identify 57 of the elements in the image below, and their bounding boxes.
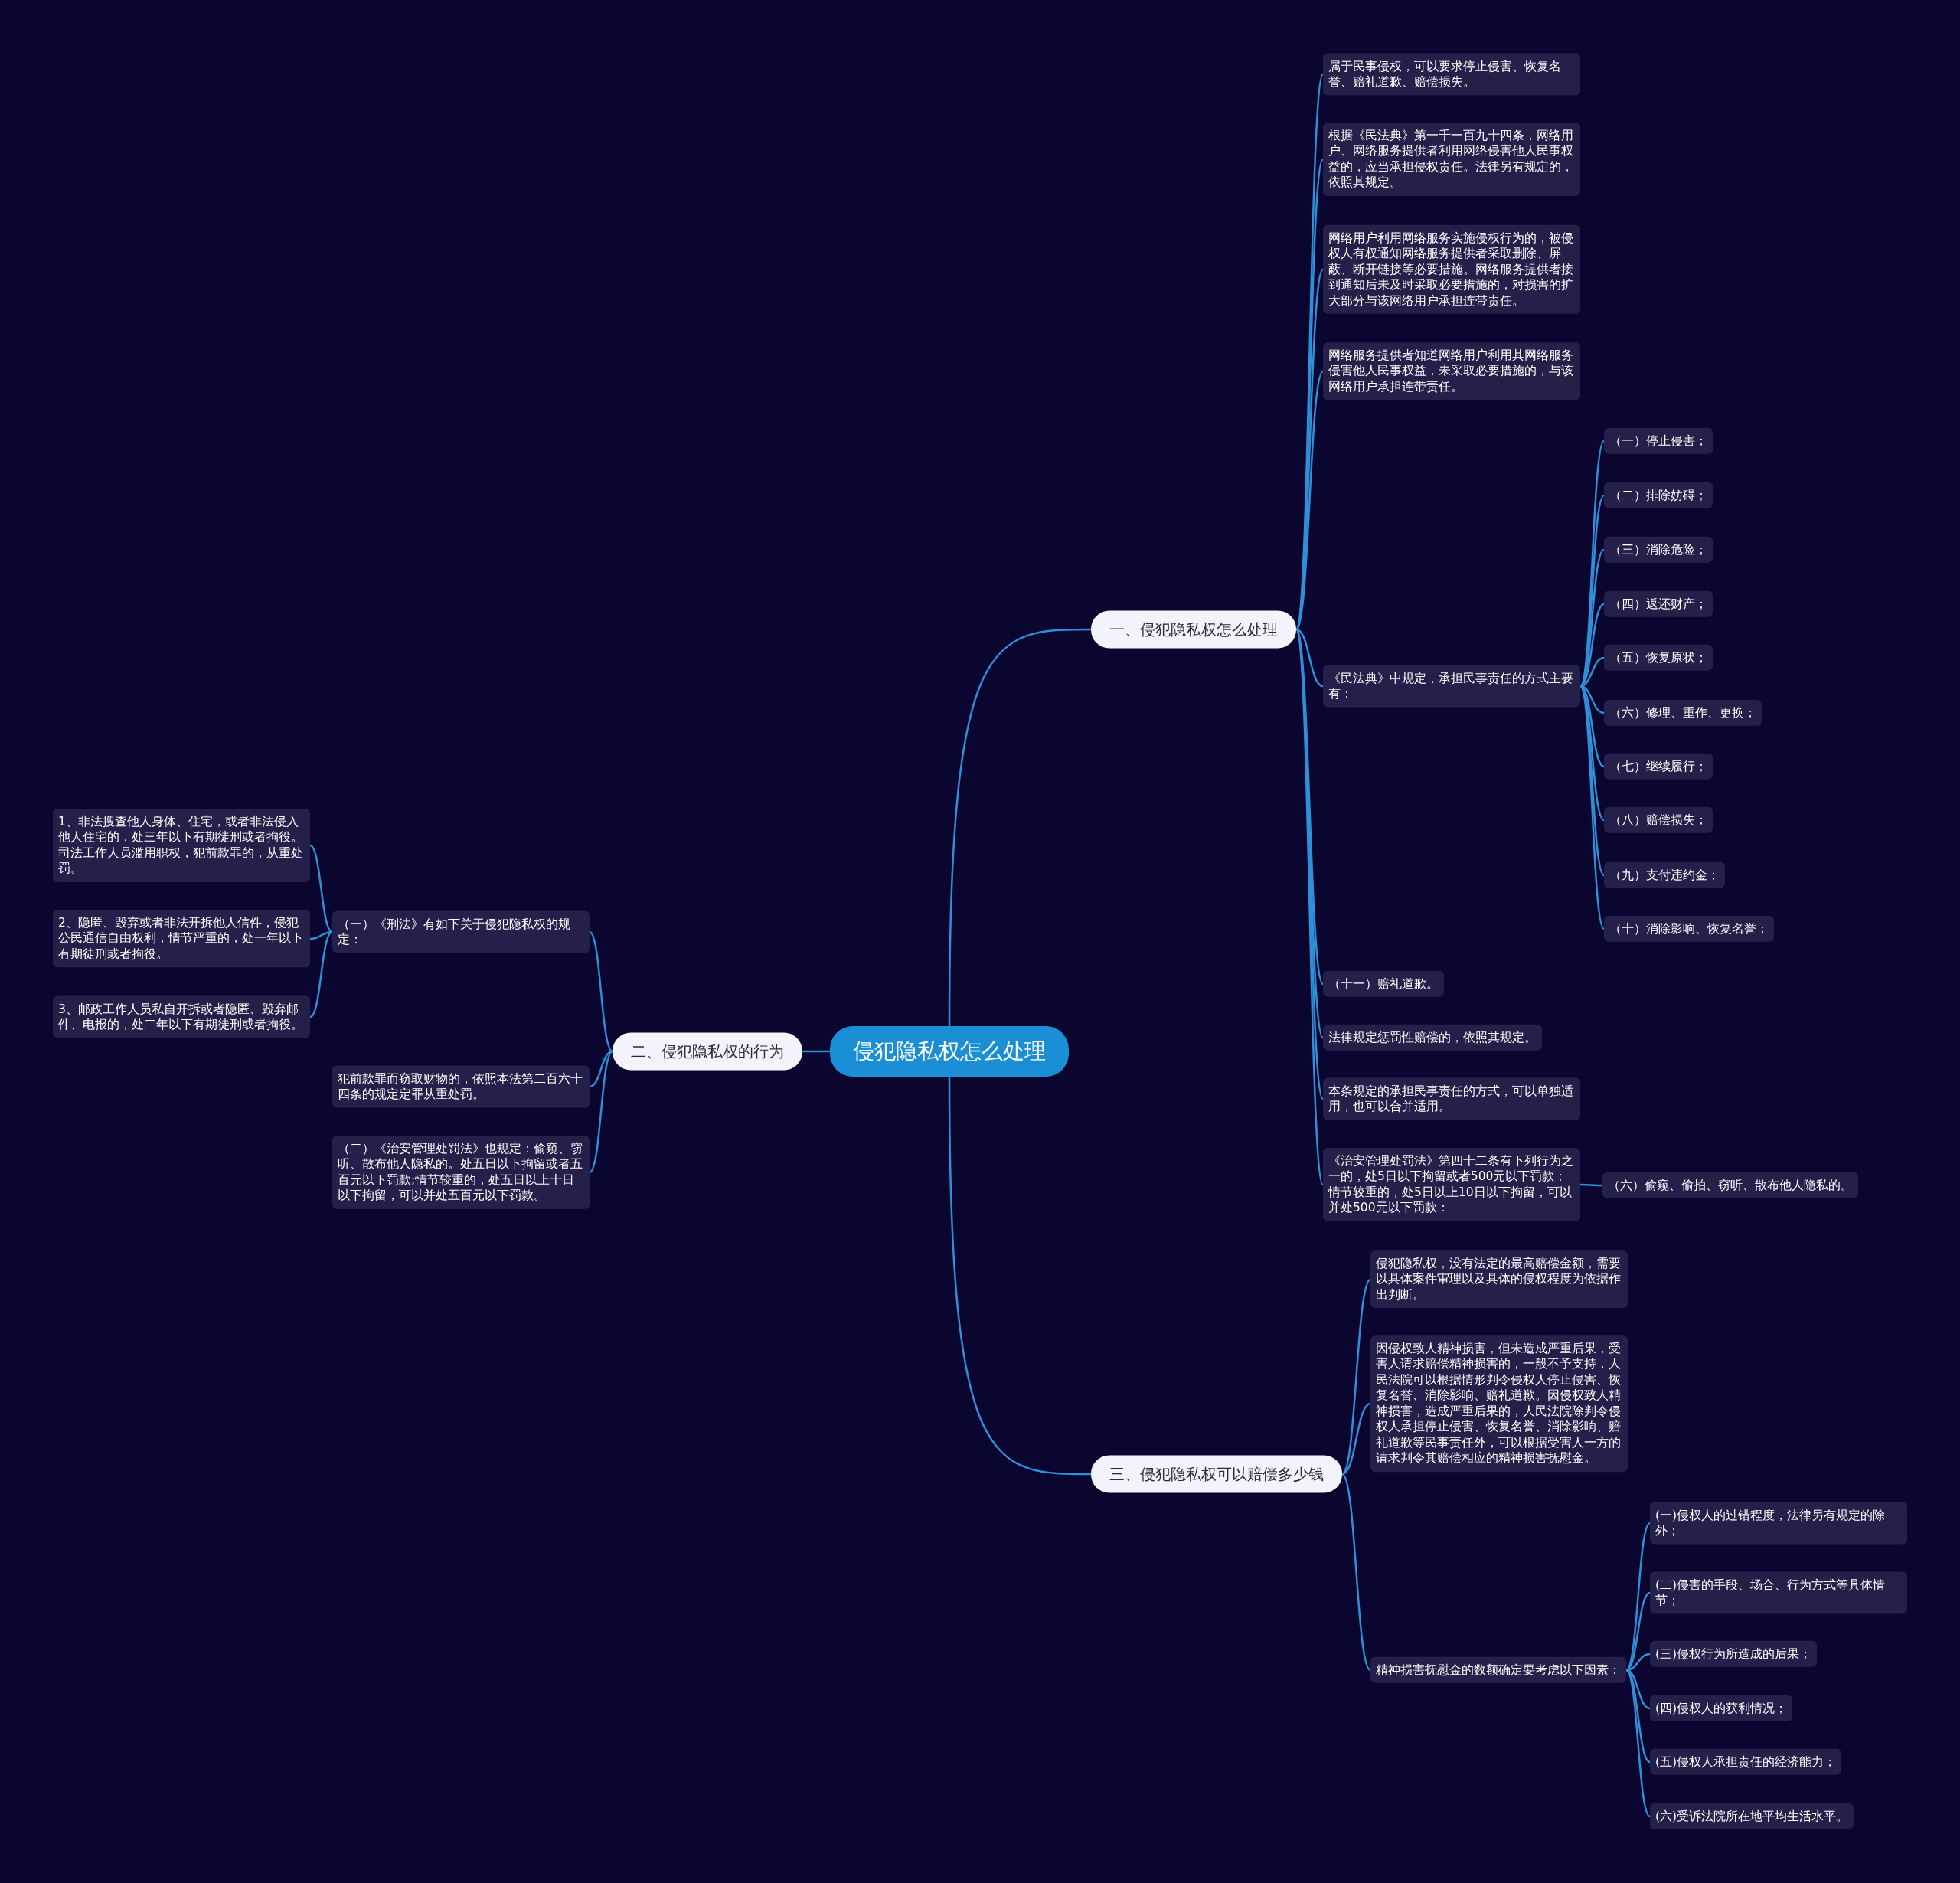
text-card: 网络服务提供者知道网络用户利用其网络服务侵害他人民事权益，未采取必要措施的，与该网络用户承担连带责任。 bbox=[1323, 342, 1580, 400]
text-card: 3、邮政工作人员私自开拆或者隐匿、毁弃邮件、电报的，处二年以下有期徒刑或者拘役。 bbox=[53, 995, 310, 1038]
text-card: 网络用户利用网络服务实施侵权行为的，被侵权人有权通知网络服务提供者采取删除、屏蔽、断开链接等必要措施。网络服务提供者接到通知后未及时采取必要措施的，对损害的扩大部分与该网络用户承担连带责任。 bbox=[1323, 224, 1580, 315]
text-card: 侵犯隐私权，没有法定的最高赔偿金额，需要以具体案件审理以及具体的侵权程度为依据作出判断。 bbox=[1370, 1250, 1628, 1309]
text-card: （十一）赔礼道歉。 bbox=[1323, 970, 1444, 998]
text-card: (六)受诉法院所在地平均生活水平。 bbox=[1650, 1803, 1854, 1830]
text-card: 《治安管理处罚法》第四十二条有下列行为之一的，处5日以下拘留或者500元以下罚款；情节较重的，处5日以上10日以下拘留，可以并处500元以下罚款： bbox=[1323, 1148, 1580, 1221]
text-card: (四)侵权人的获利情况； bbox=[1650, 1695, 1793, 1722]
text-card: （三）消除危险； bbox=[1604, 536, 1713, 564]
text-card: （十）消除影响、恢复名誉； bbox=[1604, 915, 1774, 943]
text-card: （八）赔偿损失； bbox=[1604, 806, 1713, 834]
connector-line bbox=[1580, 1183, 1602, 1187]
connector-line bbox=[948, 1077, 1091, 1476]
connector-line bbox=[1579, 685, 1605, 876]
text-card: （一）《刑法》有如下关于侵犯隐私权的规定： bbox=[332, 910, 590, 953]
text-card: 2、隐匿、毁弃或者非法开拆他人信件，侵犯公民通信自由权利，情节严重的，处一年以下有期徒刑或者拘役。 bbox=[53, 910, 310, 968]
central-topic: 侵犯隐私权怎么处理 bbox=[830, 1026, 1069, 1077]
text-card: （六）偷窥、偷拍、窃听、散布他人隐私的。 bbox=[1602, 1172, 1858, 1199]
text-card: （九）支付违约金； bbox=[1604, 861, 1725, 889]
connector-line bbox=[802, 1050, 830, 1053]
text-card: 犯前款罪而窃取财物的，依照本法第二百六十四条的规定定罪从重处罚。 bbox=[332, 1065, 590, 1108]
connector-line bbox=[1579, 685, 1606, 930]
connector-line bbox=[1341, 1473, 1371, 1671]
connector-line bbox=[589, 1050, 613, 1088]
connector-line bbox=[1579, 495, 1605, 687]
connector-line bbox=[309, 930, 333, 940]
text-card: （五）恢复原状； bbox=[1604, 644, 1713, 672]
text-card: 《民法典》中规定，承担民事责任的方式主要有： bbox=[1323, 665, 1580, 708]
topic-pill: 三、侵犯隐私权可以赔偿多少钱 bbox=[1091, 1455, 1342, 1493]
text-card: (三)侵权行为所造成的后果； bbox=[1650, 1640, 1818, 1668]
connector-line bbox=[1295, 628, 1324, 688]
connector-line bbox=[309, 844, 333, 933]
connector-line bbox=[1341, 1279, 1371, 1475]
connector-line bbox=[1341, 1402, 1371, 1476]
text-card: 1、非法搜查他人身体、住宅，或者非法侵入他人住宅的，处三年以下有期徒刑或者拘役。司法工作人员滥用职权，犯前款罪的，从重处罚。 bbox=[53, 809, 310, 882]
text-card: 本条规定的承担民事责任的方式，可以单独适用，也可以合并适用。 bbox=[1323, 1077, 1580, 1120]
text-card: 精神损害抚慰金的数额确定要考虑以下因素： bbox=[1370, 1656, 1626, 1684]
text-card: （四）返还财产； bbox=[1604, 590, 1713, 618]
text-card: （一）停止侵害； bbox=[1604, 427, 1713, 455]
topic-pill: 二、侵犯隐私权的行为 bbox=[612, 1032, 802, 1071]
topic-pill: 一、侵犯隐私权怎么处理 bbox=[1091, 610, 1296, 649]
text-card: (二)侵害的手段、场合、行为方式等具体情节； bbox=[1650, 1571, 1907, 1614]
text-card: （七）继续履行； bbox=[1604, 753, 1713, 780]
connector-line bbox=[1625, 1669, 1651, 1817]
text-card: 属于民事侵权，可以要求停止侵害、恢复名誉、赔礼道歉、赔偿损失。 bbox=[1323, 53, 1580, 96]
connector-line bbox=[589, 931, 613, 1052]
text-card: 法律规定惩罚性赔偿的，依照其规定。 bbox=[1323, 1024, 1542, 1051]
text-card: （二）排除妨碍； bbox=[1604, 482, 1713, 509]
connector-line bbox=[948, 628, 1091, 1026]
connector-line bbox=[589, 1051, 613, 1173]
text-card: (一)侵权人的过错程度，法律另有规定的除外； bbox=[1650, 1502, 1907, 1545]
text-card: （六）修理、重作、更换； bbox=[1604, 699, 1762, 727]
text-card: (五)侵权人承担责任的经济能力； bbox=[1650, 1748, 1842, 1776]
connector-line bbox=[309, 930, 333, 1018]
text-card: 因侵权致人精神损害，但未造成严重后果，受害人请求赔偿精神损害的，一般不予支持，人民法院可以根据情形判令侵权人停止侵害、恢复名誉、消除影响、赔礼道歉。因侵权致人精神损害，造成严重后果的，人民法院除判令侵权人承担停止侵害、恢复名誉、消除影响、赔礼道歉等民事责任外，可以根据受害人一方的请求判令其赔偿相应的精神损害抚慰金。 bbox=[1370, 1335, 1628, 1472]
text-card: （二）《治安管理处罚法》也规定：偷窥、窃听、散布他人隐私的。处五日以下拘留或者五百元以下罚款;情节较重的，处五日以上十日以下拘留，可以并处五百元以下罚款。 bbox=[332, 1136, 590, 1209]
text-card: 根据《民法典》第一千一百九十四条，网络用户、网络服务提供者利用网络侵害他人民事权益的，应当承担侵权责任。法律另有规定的，依照其规定。 bbox=[1323, 123, 1580, 196]
